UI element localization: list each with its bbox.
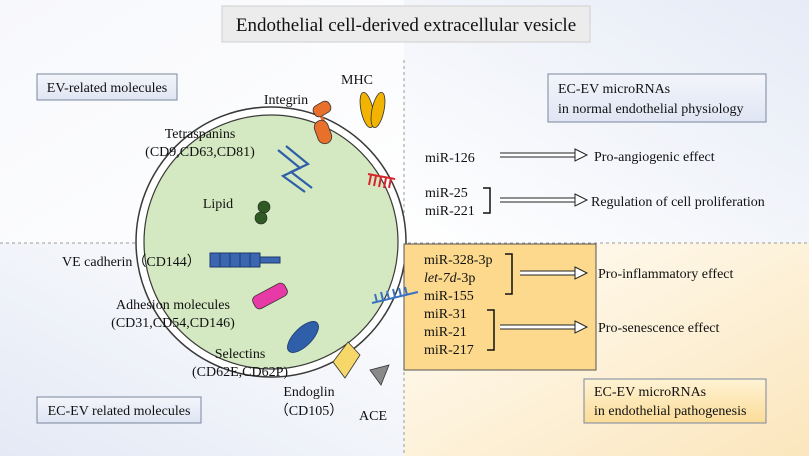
- mhc-icon: [359, 91, 386, 129]
- ace-icon: [369, 364, 390, 386]
- normal-box-line1: EC-EV microRNAs: [558, 82, 670, 97]
- arrow-angiogenic-head: [574, 148, 589, 162]
- arrow-inflammatory-head: [574, 266, 589, 280]
- tetraspanin-icon: [277, 145, 313, 193]
- mirna-25: miR-25: [425, 186, 468, 201]
- endoglin-icon: [332, 341, 361, 379]
- effect-inflammatory: Pro-inflammatory effect: [598, 267, 734, 282]
- page-title: Endothelial cell-derived extracellular v…: [236, 15, 576, 36]
- ve-cadherin-icon: [209, 252, 281, 268]
- selectin-icon: [287, 321, 319, 353]
- title-box: [221, 5, 591, 43]
- mirna-let7d-italic: let-7d: [424, 271, 458, 286]
- ev-related-box: [36, 73, 178, 101]
- bracket-inflammatory: [505, 253, 513, 295]
- ecev-related-label: EC-EV related molecules: [48, 404, 191, 419]
- arrow-proliferation-head: [574, 193, 589, 207]
- endoglin-label-line2: （CD105）: [275, 403, 343, 419]
- arrow-senescence-head: [574, 320, 589, 334]
- ve-cadherin-label: VE cadherin（CD144）: [62, 254, 201, 270]
- blue-rna-icon: [371, 286, 419, 304]
- ecev-related-box: [36, 396, 202, 424]
- lipid-icon: [254, 200, 271, 225]
- effect-senescence: Pro-senescence effect: [598, 321, 720, 336]
- tetraspanins-label-line2: (CD9,CD63,CD81): [145, 145, 255, 160]
- selectins-label-line2: (CD62E,CD62P): [192, 365, 288, 380]
- mirna-21: miR-21: [424, 325, 467, 340]
- mirna-217: miR-217: [424, 343, 474, 358]
- pathogenesis-box: [583, 378, 767, 424]
- ace-label: ACE: [359, 409, 387, 424]
- lipid-label: Lipid: [203, 197, 233, 212]
- mhc-label: MHC: [341, 73, 373, 88]
- mirna-328: miR-328-3p: [424, 253, 492, 268]
- red-rna-icon: [367, 173, 396, 189]
- adhesion-molecule-icon: [252, 282, 288, 310]
- integrin-icon: [312, 100, 333, 145]
- patho-box-line1: EC-EV microRNAs: [594, 385, 706, 400]
- ev-related-label: EV-related molecules: [47, 81, 167, 96]
- normal-box-line2: in normal endothelial physiology: [558, 102, 743, 117]
- mirna-31: miR-31: [424, 307, 467, 322]
- effect-proliferation: Regulation of cell proliferation: [591, 195, 765, 210]
- adhesion-label-line1: Adhesion molecules: [116, 298, 230, 313]
- vesicle-body: [143, 114, 399, 370]
- normal-physiology-box: [547, 73, 767, 123]
- mirna-155: miR-155: [424, 289, 474, 304]
- selectins-label-line1: Selectins: [215, 347, 266, 362]
- bracket-proliferation: [483, 187, 491, 214]
- integrin-label: Integrin: [264, 93, 308, 108]
- mirna-221: miR-221: [425, 204, 475, 219]
- effect-angiogenic: Pro-angiogenic effect: [594, 150, 715, 165]
- mirna-let7d: let-7d-3p: [424, 271, 475, 286]
- tetraspanins-label-line1: Tetraspanins: [165, 127, 236, 142]
- bracket-senescence: [487, 309, 495, 351]
- adhesion-label-line2: (CD31,CD54,CD146): [111, 316, 235, 331]
- patho-box-line2: in endothelial pathogenesis: [594, 404, 746, 419]
- endoglin-label-line1: Endoglin: [283, 385, 334, 400]
- mirna-let7d-suffix: -3p: [457, 271, 476, 286]
- mirna-126: miR-126: [425, 151, 475, 166]
